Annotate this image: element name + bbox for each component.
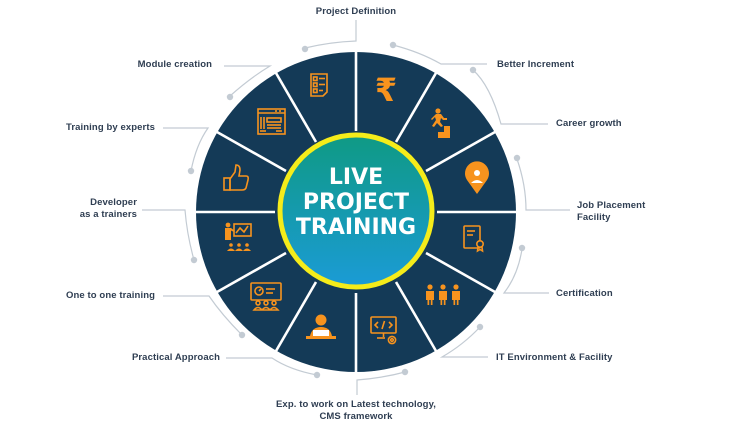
center-title: LIVE PROJECT TRAINING	[296, 165, 416, 240]
wheel-dividers	[196, 52, 516, 372]
label-job-placement: Job Placement Facility	[577, 200, 645, 224]
label-practical-approach: Practical Approach	[131, 352, 220, 363]
location-pin-person-icon	[464, 161, 489, 194]
person-at-desk-icon	[306, 314, 336, 339]
label-training-experts: Training by experts	[65, 122, 155, 133]
label-it-environment: IT Environment & Facility	[496, 352, 613, 363]
trainer-presenting-icon	[225, 222, 252, 251]
label-latest-technology-line2: CMS framework	[319, 411, 393, 422]
presentation-board-audience-icon	[250, 282, 282, 311]
label-better-increment: Better Increment	[497, 59, 575, 70]
rupee-icon: ₹	[375, 71, 397, 109]
checklist-document-icon	[310, 73, 328, 97]
label-module-creation: Module creation	[137, 59, 212, 70]
label-career-growth: Career growth	[556, 118, 622, 129]
label-developer-trainers-line2: as a trainers	[79, 209, 137, 220]
label-job-placement-line1: Job Placement	[577, 200, 646, 211]
center-hub	[277, 132, 435, 290]
title-line-live: LIVE	[329, 165, 383, 190]
code-monitor-gear-icon	[370, 316, 397, 345]
thumbs-up-icon	[223, 164, 250, 191]
label-project-definition: Project Definition	[315, 6, 397, 17]
certificate-icon	[463, 225, 485, 253]
label-one-to-one: One to one training	[66, 290, 155, 301]
title-line-project: PROJECT	[303, 190, 409, 215]
browser-layout-icon	[257, 108, 286, 135]
label-job-placement-line2: Facility	[577, 212, 611, 223]
title-line-training: TRAINING	[296, 215, 416, 240]
team-people-icon	[426, 284, 460, 305]
label-developer-trainers-line1: Developer	[90, 197, 137, 208]
label-developer-trainers: Developer as a trainers	[60, 197, 137, 221]
label-certification: Certification	[556, 288, 613, 299]
connectors	[142, 20, 570, 395]
label-latest-technology: Exp. to work on Latest technology, CMS f…	[256, 399, 456, 423]
svg-text:₹: ₹	[375, 71, 397, 109]
stairs-runner-icon	[431, 108, 450, 138]
label-latest-technology-line1: Exp. to work on Latest technology,	[276, 399, 436, 410]
